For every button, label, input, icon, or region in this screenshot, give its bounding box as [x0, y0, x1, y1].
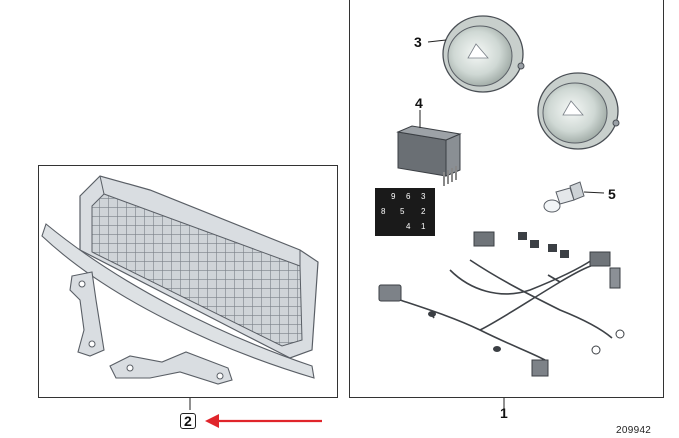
- fog-light-left: [442, 15, 525, 93]
- leader-lines: [189, 39, 605, 412]
- callout-4[interactable]: 4: [415, 95, 423, 111]
- pin-label: 2: [421, 207, 426, 216]
- highlight-arrow: [205, 414, 322, 428]
- pin-label: 3: [421, 192, 426, 201]
- relay: [396, 125, 462, 186]
- pin-label: 9: [391, 192, 396, 201]
- relay-pin-diagram: 9 6 3 8 5 2 4 1: [375, 188, 435, 236]
- mounting-bracket-right: [109, 351, 233, 385]
- callout-2[interactable]: 2: [180, 413, 196, 429]
- grille-lower-strip: [41, 223, 315, 379]
- pin-label: 8: [381, 207, 386, 216]
- fog-light-right: [537, 72, 620, 150]
- harness-connectors: [378, 231, 625, 377]
- pin-label: 1: [421, 222, 426, 231]
- pin-label: 5: [400, 207, 405, 216]
- pin-label: 4: [406, 222, 411, 231]
- callout-1[interactable]: 1: [500, 405, 508, 421]
- pin-label: 6: [406, 192, 411, 201]
- diagram-ref-number: 209942: [616, 425, 652, 436]
- bulb: [543, 181, 585, 213]
- callout-5[interactable]: 5: [608, 186, 616, 202]
- grille-frame: [79, 175, 319, 359]
- callout-3[interactable]: 3: [414, 34, 422, 50]
- mounting-bracket-left: [69, 271, 105, 357]
